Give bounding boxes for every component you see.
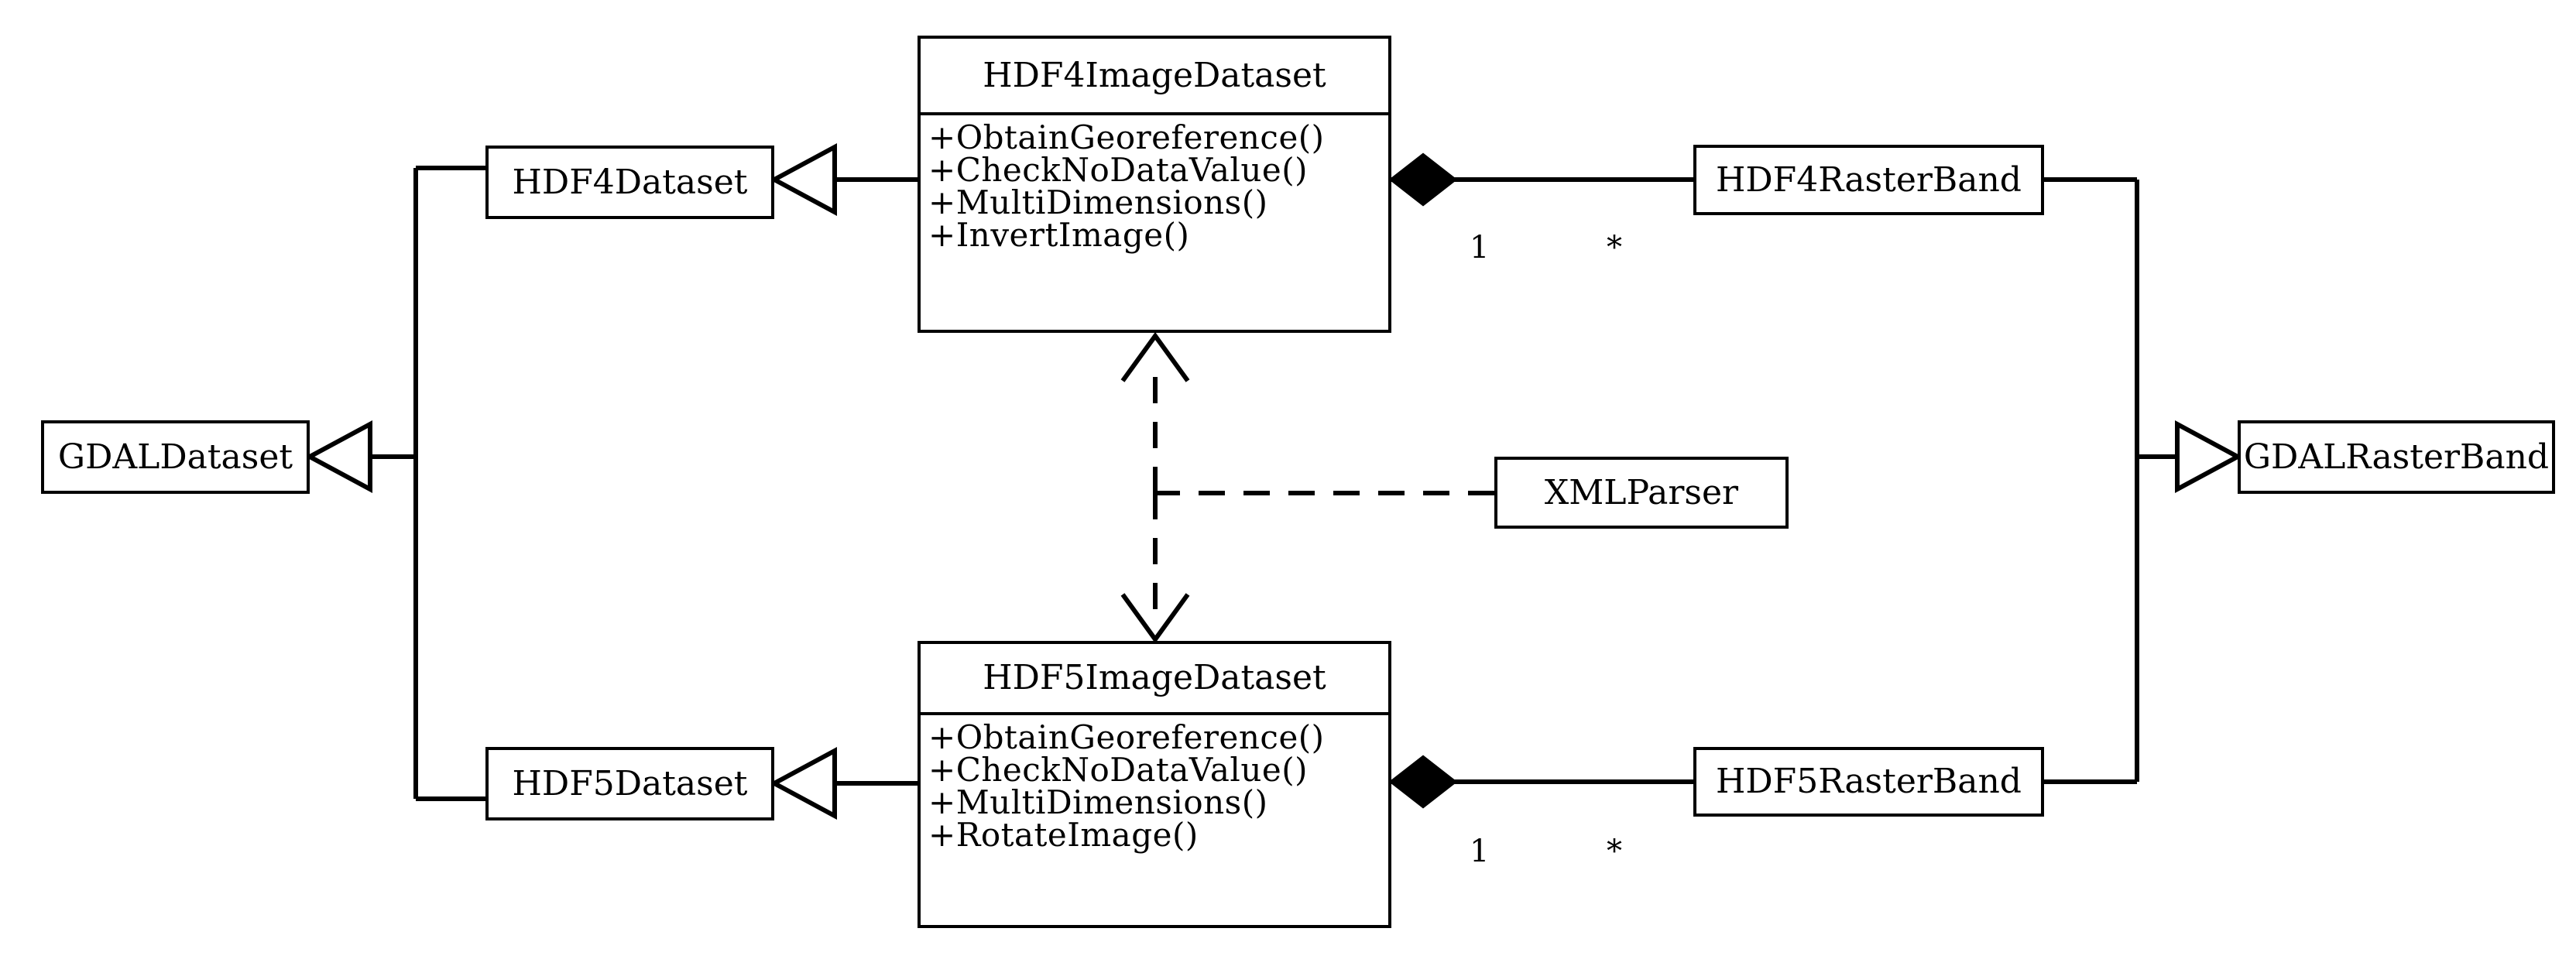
generalization-arrow-gdaldataset xyxy=(304,420,372,494)
compartment-divider-hdf4-image-dataset xyxy=(921,112,1388,115)
method-item: +MultiDimensions() xyxy=(928,783,1268,821)
method-item: +ObtainGeoreference() xyxy=(928,718,1325,756)
class-box-hdf5-raster-band[interactable]: HDF5RasterBand xyxy=(1693,747,2044,817)
class-box-hdf4-image-dataset[interactable]: HDF4ImageDataset +ObtainGeoreference() +… xyxy=(918,36,1391,333)
class-box-hdf5-dataset[interactable]: HDF5Dataset xyxy=(485,747,774,820)
dependency-arrowhead-up xyxy=(1120,331,1190,382)
method-item: +CheckNoDataValue() xyxy=(928,151,1308,189)
method-compartment-hdf5-image-dataset: +ObtainGeoreference() +CheckNoDataValue(… xyxy=(921,715,1388,851)
method-item: +MultiDimensions() xyxy=(928,183,1268,221)
class-box-hdf4-raster-band[interactable]: HDF4RasterBand xyxy=(1693,145,2044,215)
compartment-divider-hdf5-image-dataset xyxy=(921,712,1388,715)
generalization-arrow-hdf5dataset xyxy=(769,746,837,820)
class-box-xml-parser[interactable]: XMLParser xyxy=(1494,457,1789,529)
multiplicity-hdf4-target: * xyxy=(1607,230,1622,265)
class-name-hdf4-image-dataset: HDF4ImageDataset xyxy=(983,55,1326,95)
method-item: +ObtainGeoreference() xyxy=(928,118,1325,156)
class-box-gdal-raster-band[interactable]: GDALRasterBand xyxy=(2238,420,2555,494)
class-name-hdf5-dataset: HDF5Dataset xyxy=(512,763,748,803)
method-item: +CheckNoDataValue() xyxy=(928,751,1308,789)
class-name-xml-parser: XMLParser xyxy=(1544,472,1739,512)
method-compartment-hdf4-image-dataset: +ObtainGeoreference() +CheckNoDataValue(… xyxy=(921,115,1388,252)
multiplicity-hdf4-source: 1 xyxy=(1470,230,1490,265)
generalization-arrow-gdalrasterband xyxy=(2175,420,2243,494)
method-item: +InvertImage() xyxy=(928,216,1190,254)
class-box-hdf4-dataset[interactable]: HDF4Dataset xyxy=(485,146,774,219)
class-name-hdf4-dataset: HDF4Dataset xyxy=(512,162,748,202)
class-name-hdf5-image-dataset: HDF5ImageDataset xyxy=(983,658,1326,697)
class-name-gdal-dataset: GDALDataset xyxy=(57,437,293,477)
method-item: +RotateImage() xyxy=(928,816,1199,854)
composition-diamond-hdf5 xyxy=(1388,755,1458,809)
class-name-gdal-raster-band: GDALRasterBand xyxy=(2243,437,2550,477)
class-name-hdf5-raster-band: HDF5RasterBand xyxy=(1716,762,2022,801)
composition-diamond-hdf4 xyxy=(1388,152,1458,207)
class-box-gdal-dataset[interactable]: GDALDataset xyxy=(41,420,310,494)
class-name-hdf4-raster-band: HDF4RasterBand xyxy=(1716,159,2022,200)
dependency-arrowhead-down xyxy=(1120,593,1190,644)
class-box-hdf5-image-dataset[interactable]: HDF5ImageDataset +ObtainGeoreference() +… xyxy=(918,641,1391,928)
multiplicity-hdf5-target: * xyxy=(1607,834,1622,869)
generalization-arrow-hdf4dataset xyxy=(769,142,837,217)
multiplicity-hdf5-source: 1 xyxy=(1470,834,1490,869)
